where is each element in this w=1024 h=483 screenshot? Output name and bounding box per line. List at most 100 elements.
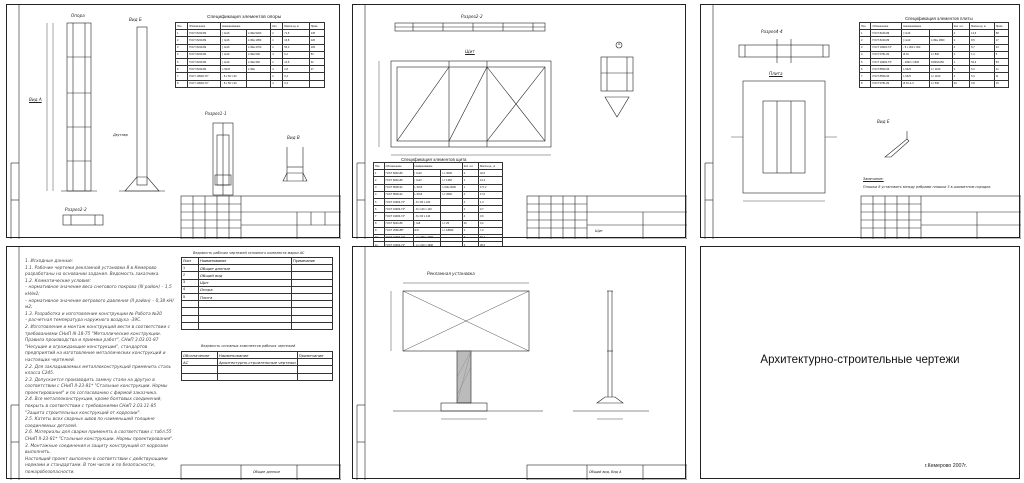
note-line: 2.2. Для закладываемых металлоконструкци… [25,364,172,377]
table-cell: 1 [270,36,284,45]
table-header-cell: Поз. [174,21,189,31]
table-cell: L=Мм 950 [245,57,272,67]
table-cell: L= 1100 [929,72,953,81]
table-cell: 3 [174,43,189,52]
table-row [181,372,334,381]
table-cell: 5,3 [969,72,995,81]
table-cell: 53 [308,50,326,59]
note-line: 2. Изготовление и монтаж конструкций вес… [25,324,170,363]
table-cell [440,197,463,207]
table-cell: L=Мм 5200 [245,29,272,38]
cover-title: Архитектурно-строительные чертежи [760,354,960,366]
table-cell: Опора [198,285,292,294]
table-cell: 17 [993,36,1010,45]
table-cell: 4 [461,190,479,199]
spec-title: Спецификация элементов щита [401,157,467,162]
table-cell: 58 [993,29,1010,38]
table-cell: 0,7 [477,205,504,214]
table-cell: ГОСТ 5781-82 [870,79,903,88]
table-row [181,314,333,323]
table-cell: 2 [270,72,284,81]
table-cell [296,358,334,367]
table-header-cell: Наименование [198,256,292,266]
note-line: Настоящий проект выполнен в соответствии… [25,456,168,475]
table-cell [291,300,333,309]
table-cell: ГОСТ 19903-74* [383,205,414,214]
table-cell: [ №16 [220,29,247,38]
table-cell: L= 1100 [929,65,953,74]
table-cell [291,321,333,330]
table-cell: 2 [270,57,284,67]
cover-city-year: г.Кемерово 2007г. [924,463,967,469]
note-line: 1.3. Разработка и изготовление конструкц… [25,311,163,317]
table-cell [291,292,333,302]
table-cell: 105 [308,43,326,52]
table-cell [291,285,333,294]
table-cell: Архитектурно-строительные чертежи [216,358,298,367]
table-cell: L= 500 [929,79,953,88]
table-cell: L= 1350 [440,176,463,185]
table-cell [216,372,298,381]
table-cell: 14,6 [969,29,995,38]
table-cell: 53 [993,57,1010,67]
table-header-cell: Масса ед., кг [477,161,504,171]
table-cell [929,29,953,38]
table-header-cell: Наименование [901,21,953,31]
table-cell: 17 [308,65,326,74]
drawing-sheet-opora: Опора Вид Б Вид А Разрез1-1 Вид В Разрез… [6,4,341,239]
note-title: Замечание: [863,177,884,181]
label-section-44: Разрез4-4 [761,29,783,34]
table-cell: Плита [198,292,292,302]
table-cell: 5 [181,292,199,302]
table-cell: 6 [174,65,189,74]
table-cell: 4 [951,50,971,59]
table-cell: 0,3 [282,79,310,88]
spec-table-plita: Поз. Обозначение Наименование Кол. шт. М… [858,21,1010,88]
table-cell: 42,6 [477,169,504,178]
table-cell: ГОСТ 8240-89 [187,65,222,74]
table-header-row: Лист Наименование Примечание [181,256,333,266]
table-cell: 4 [270,79,284,88]
table-cell: АС [181,358,218,367]
table-cell [291,264,333,273]
table-cell [198,321,292,330]
table-cell: Ø 8 [412,226,442,235]
table-header-cell: Поз. [858,21,872,31]
table-cell: 2 [270,29,284,38]
note-text: Плашки 8 установить между ребрами плашки… [863,185,992,189]
table-cell: 4 [174,50,189,59]
table-cell: 21 [993,65,1010,74]
table-header-row: Поз. Обозначение Наименование Кол. шт. М… [858,21,1010,31]
table-cell: ГОСТ 8509-93 [870,65,903,74]
note-line: – нормативное значение ветрового давлени… [25,298,174,311]
table-header-cell: Прим. [993,21,1010,31]
table-cell [198,300,292,309]
table-cell: L=Мм 4700 [245,43,272,52]
table-cell: 40 [461,219,479,228]
table-cell: 4 [951,65,971,74]
table-cell [440,205,463,214]
table-cell: 1 [373,169,385,178]
table-header-cell: Прим. [308,21,326,31]
table-cell: 4 [461,212,479,221]
table-cell: [ №10 [412,169,442,178]
table1-title: Ведомость рабочих чертежей основного ком… [193,251,305,255]
table-cell: ГОСТ 8509-93 [383,190,414,199]
table-header-cell: Обозначение [870,21,903,31]
table-header-cell: Поз. [373,161,385,171]
table-header-cell: Масса ед. кг [282,21,310,31]
spec-table-opora: Поз. Обозначение Наименование Кол. Масса… [174,21,326,88]
table-cell: 52,6 [969,57,995,67]
stamp-sheet-name: Общие данные [253,470,280,474]
